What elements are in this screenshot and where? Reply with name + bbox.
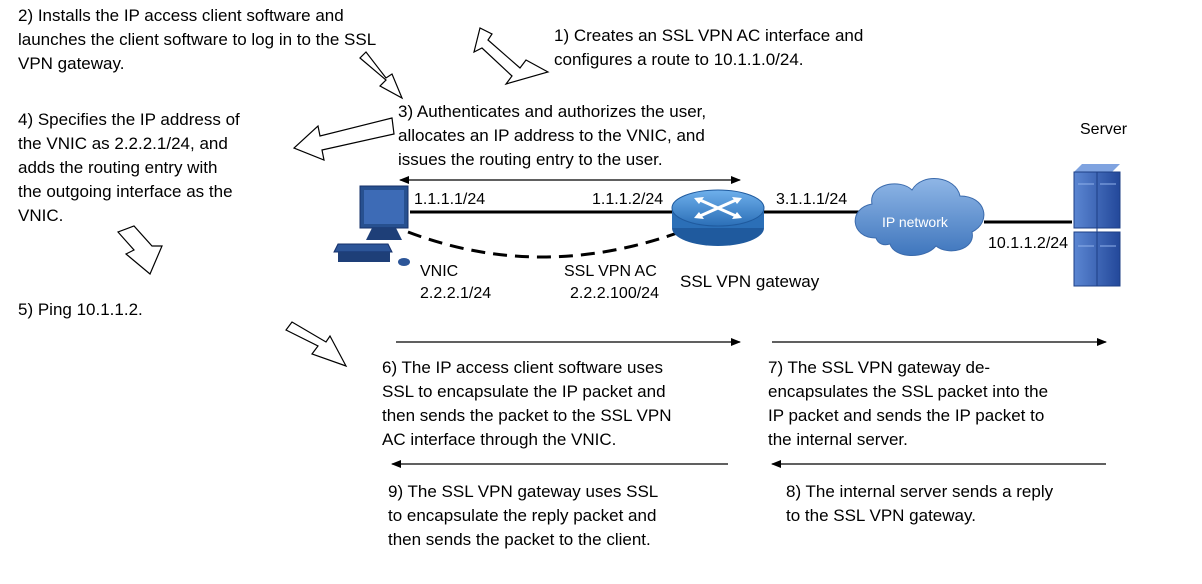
server-icon — [1073, 164, 1121, 287]
step-5-text: 5) Ping 10.1.1.2. — [18, 300, 143, 319]
gateway-inside-ip-label: 1.1.1.2/24 — [592, 191, 664, 208]
server-label: Server — [1080, 121, 1128, 138]
step-2-text: 2) Installs the IP access client softwar… — [18, 6, 377, 73]
sslvpn-ac-ip-label: 2.2.2.100/24 — [570, 285, 659, 302]
flow-arrow-4-to-5 — [116, 225, 163, 275]
client-ip-label: 1.1.1.1/24 — [414, 191, 486, 208]
step-7-text: 7) The SSL VPN gateway de- encapsulates … — [768, 358, 1049, 449]
sslvpn-ac-label: SSL VPN AC — [564, 263, 657, 280]
gateway-label: SSL VPN gateway — [680, 272, 820, 291]
step-1-text: 1) Creates an SSL VPN AC interface and c… — [554, 26, 864, 69]
flow-arrow-3-to-4 — [292, 117, 395, 161]
ssl-vpn-tunnel — [407, 230, 681, 259]
step-9-text: 9) The SSL VPN gateway uses SSL to encap… — [388, 482, 659, 549]
ip-network-label: IP network — [882, 214, 948, 230]
server-ip-label: 10.1.1.2/24 — [988, 235, 1069, 252]
client-pc-icon — [333, 185, 410, 266]
step-8-text: 8) The internal server sends a reply to … — [786, 482, 1054, 525]
flow-arrow-5-to-6 — [285, 321, 348, 368]
flow-arrow-2-to-3 — [359, 51, 404, 100]
ip-network-cloud-icon — [854, 178, 985, 256]
gateway-outside-ip-label: 3.1.1.1/24 — [776, 191, 848, 208]
step-6-text: 6) The IP access client software uses SS… — [382, 358, 672, 449]
flow-arrow-1-to-2 — [473, 27, 550, 86]
router-icon — [671, 189, 765, 246]
step-3-text: 3) Authenticates and authorizes the user… — [398, 102, 707, 169]
vnic-ip-label: 2.2.2.1/24 — [420, 285, 492, 302]
vnic-label: VNIC — [420, 263, 459, 280]
step-4-text: 4) Specifies the IP address of the VNIC … — [18, 110, 240, 225]
